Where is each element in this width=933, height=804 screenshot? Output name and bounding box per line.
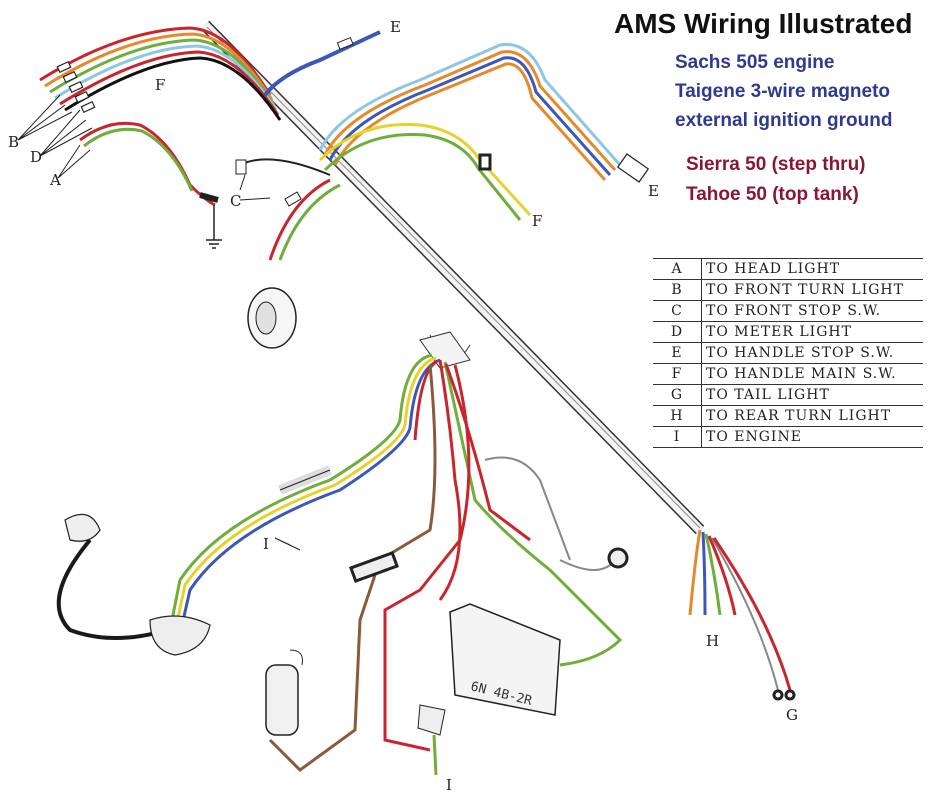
callout-e-top: E	[390, 18, 401, 36]
legend-key: H	[653, 405, 702, 427]
headlight-wire-a	[79, 121, 222, 249]
callout-b: B	[8, 133, 19, 151]
legend-key: D	[653, 321, 702, 343]
condenser	[265, 649, 303, 736]
legend-desc: TO METER LIGHT	[701, 321, 923, 343]
callout-h: H	[706, 632, 719, 650]
legend-desc: TO HANDLE STOP S.W.	[701, 342, 923, 364]
front-wire-bundle	[39, 26, 282, 121]
legend-key: C	[653, 300, 702, 322]
callout-leaders	[17, 94, 301, 551]
callout-e-right: E	[648, 182, 659, 200]
legend-desc: TO HANDLE MAIN S.W.	[701, 363, 923, 385]
connectors-bd	[56, 60, 96, 114]
legend-key: I	[653, 426, 702, 448]
callout-i-left: I	[263, 535, 269, 553]
engine-terminal	[417, 704, 446, 776]
callout-f-left: F	[155, 76, 165, 94]
legend-desc: TO ENGINE	[701, 426, 923, 448]
horn-c	[235, 158, 341, 349]
callouts: E F B D A C E F I H G I	[8, 18, 798, 794]
rear-bundle	[688, 529, 796, 701]
legend-desc: TO HEAD LIGHT	[701, 258, 923, 280]
callout-c: C	[230, 192, 241, 210]
legend-desc: TO TAIL LIGHT	[701, 384, 923, 406]
magneto-label: Taigene 3-wire magneto	[675, 81, 891, 102]
legend-key: E	[653, 342, 702, 364]
legend-key: A	[653, 258, 702, 280]
callout-a: A	[49, 171, 61, 189]
engine-label: Sachs 505 engine	[675, 52, 835, 73]
stop-switch-wire-e	[263, 30, 381, 97]
legend-desc: TO FRONT TURN LIGHT	[701, 279, 923, 301]
main-switch-wire-f	[318, 122, 532, 221]
legend-desc: TO REAR TURN LIGHT	[701, 405, 923, 427]
callout-f-mid: F	[532, 212, 542, 230]
legend-key: G	[653, 384, 702, 406]
legend-key: B	[653, 279, 702, 301]
legend-key: F	[653, 363, 702, 385]
battery-wires	[268, 359, 629, 772]
ground-label: external ignition ground	[675, 110, 893, 131]
engine-bundle-i	[56, 353, 441, 656]
callout-d: D	[30, 148, 42, 166]
model-sierra-label: Sierra 50 (step thru)	[686, 154, 866, 175]
model-tahoe-label: Tahoe 50 (top tank)	[686, 184, 859, 205]
callout-i-bottom: I	[446, 776, 452, 794]
main-harness	[200, 20, 705, 535]
page-title: AMS Wiring Illustrated	[614, 8, 913, 39]
callout-g: G	[786, 706, 798, 724]
battery: 6N 4B-2R	[449, 603, 561, 716]
legend-desc: TO FRONT STOP S.W.	[701, 300, 923, 322]
